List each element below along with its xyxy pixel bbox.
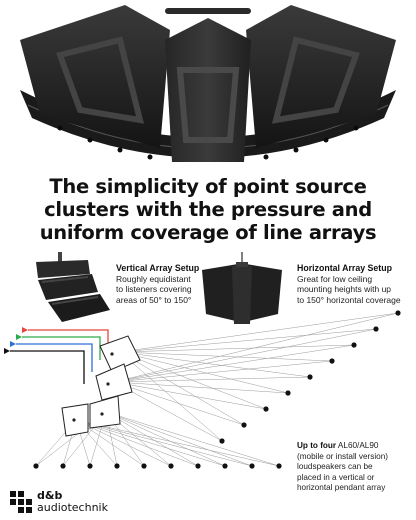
horizontal-array-image [202,252,282,324]
array-note-line-2: (mobile or install version) [297,451,389,461]
horizontal-setup-line-3: to 150° horizontal coverage [297,294,401,305]
listener-point [141,463,147,469]
listener-point [249,463,255,469]
vertical-array-image [36,252,110,322]
listener-point [114,463,120,469]
headline-line-1: The simplicity of point source [49,175,367,198]
listener-point [33,463,39,469]
listener-point [222,463,228,469]
horizontal-setup-caption: Horizontal Array Setup Great for low cei… [297,263,409,305]
listener-point [373,326,379,332]
feed-line-green [22,336,101,360]
listener-point [87,463,93,469]
listener-point [60,463,66,469]
listener-point [195,463,201,469]
headline-line-3: uniform coverage of line arrays [39,221,377,244]
vertical-setup-caption: Vertical Array Setup Roughly equidistant… [116,263,200,305]
feed-line-red [28,329,109,350]
brand-logo: d&b audiotechnik [10,490,120,516]
feed-arrows [4,327,28,354]
logo-line-2: audiotechnik [37,501,108,514]
logo-line-1: d&b [37,489,63,502]
vertical-setup-title: Vertical Array Setup [116,263,200,273]
vertical-setup-line-2: to listeners covering [116,284,192,294]
vertical-setup-line-1: Roughly equidistant [116,273,191,284]
listener-point [307,374,313,380]
hero-loudspeaker-array-image [20,5,396,162]
headline-line-2: clusters with the pressure and [44,198,372,221]
logo-mark-icon [10,491,32,513]
horizontal-setup-line-1: Great for low ceiling [297,273,373,284]
array-note-line-5: horizontal pendant array [297,483,386,492]
listener-point [395,310,401,316]
vertical-setup-line-3: areas of 50° to 150° [116,294,192,305]
array-note: Up to four AL60/AL90 (mobile or install … [297,441,409,494]
logo-text: d&b audiotechnik [37,490,108,514]
listener-point [263,406,269,412]
listener-point [168,463,174,469]
array-note-model: AL60/AL90 [336,441,379,450]
coverage-diagram [4,310,401,469]
listener-point [351,342,357,348]
listener-points-bottom [33,463,282,469]
array-note-line-3: loudspeakers can be [297,462,373,471]
listener-point [276,463,282,469]
array-note-line-4: placed in a vertical or [297,472,375,482]
listener-point [285,390,291,396]
listener-point [241,422,247,428]
horizontal-setup-line-2: mounting heights with up [297,284,392,294]
array-note-bold: Up to four [297,441,337,450]
feed-line-black [10,350,85,384]
feed-line-blue [16,343,93,372]
listener-point [219,438,225,444]
horizontal-setup-title: Horizontal Array Setup [297,263,392,273]
headline: The simplicity of point source clusters … [20,175,396,244]
listener-point [329,358,335,364]
listener-points-right [219,310,401,444]
